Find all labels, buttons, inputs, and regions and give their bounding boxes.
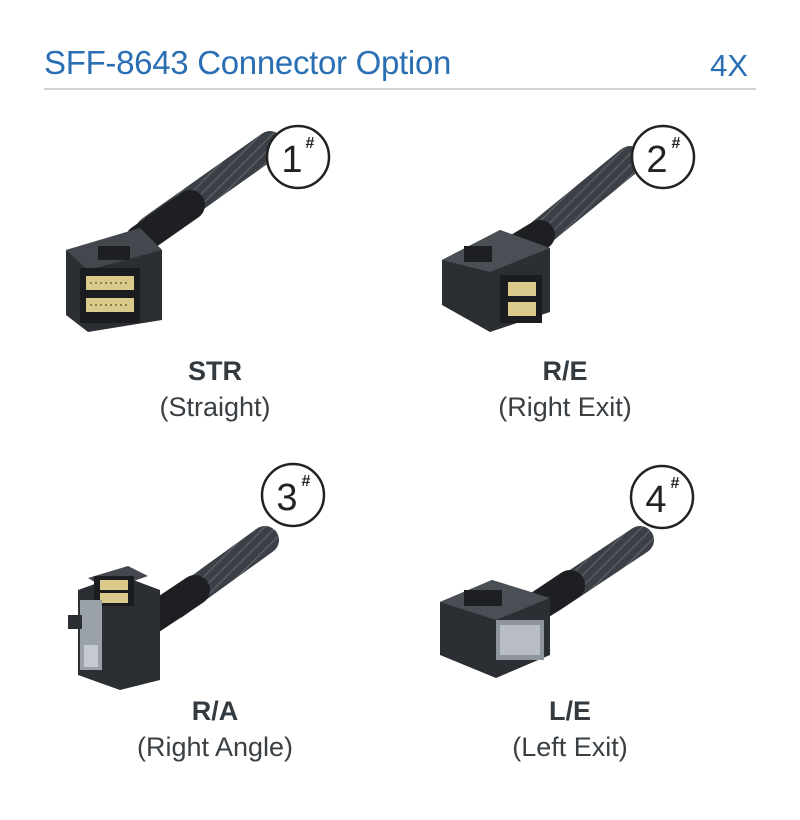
svg-text:#: # xyxy=(302,473,311,490)
option-code: STR xyxy=(188,356,242,386)
option-left-exit: 4 # L/E (Left Exit) xyxy=(400,440,800,820)
header: SFF-8643 Connector Option 4X xyxy=(44,40,756,92)
svg-text:2: 2 xyxy=(646,139,667,181)
number-badge-icon: 4 # xyxy=(629,464,695,530)
left-exit-connector-icon: 4 # xyxy=(440,464,695,678)
straight-connector-icon: 1 # xyxy=(66,124,331,332)
svg-text:3: 3 xyxy=(276,477,297,519)
option-straight: 1 # STR (Straight) xyxy=(0,100,400,480)
right-angle-connector-icon: 3 # xyxy=(68,462,326,690)
option-right-exit: 2 # R/E (Right Exit) xyxy=(400,100,800,480)
svg-text:#: # xyxy=(306,135,315,152)
right-exit-connector-icon: 2 # xyxy=(442,124,696,332)
number-badge-icon: 2 # xyxy=(630,124,696,190)
svg-text:#: # xyxy=(672,135,681,152)
header-divider xyxy=(44,88,756,90)
svg-text:1: 1 xyxy=(281,139,302,181)
option-description: (Right Angle) xyxy=(136,732,294,762)
page-title: SFF-8643 Connector Option xyxy=(44,44,452,81)
svg-text:4: 4 xyxy=(645,479,666,521)
option-code: R/A xyxy=(191,696,239,726)
option-right-angle: 3 # R/A (Right Angle) xyxy=(0,440,400,820)
option-description: (Right Exit) xyxy=(498,392,632,422)
option-description: (Left Exit) xyxy=(512,732,628,762)
option-code: L/E xyxy=(548,696,591,726)
svg-text:#: # xyxy=(671,475,680,492)
number-badge-icon: 3 # xyxy=(260,462,326,528)
option-description: (Straight) xyxy=(159,392,271,422)
option-code: R/E xyxy=(542,356,588,386)
number-badge-icon: 1 # xyxy=(265,124,331,190)
lane-count: 4X xyxy=(710,48,748,83)
